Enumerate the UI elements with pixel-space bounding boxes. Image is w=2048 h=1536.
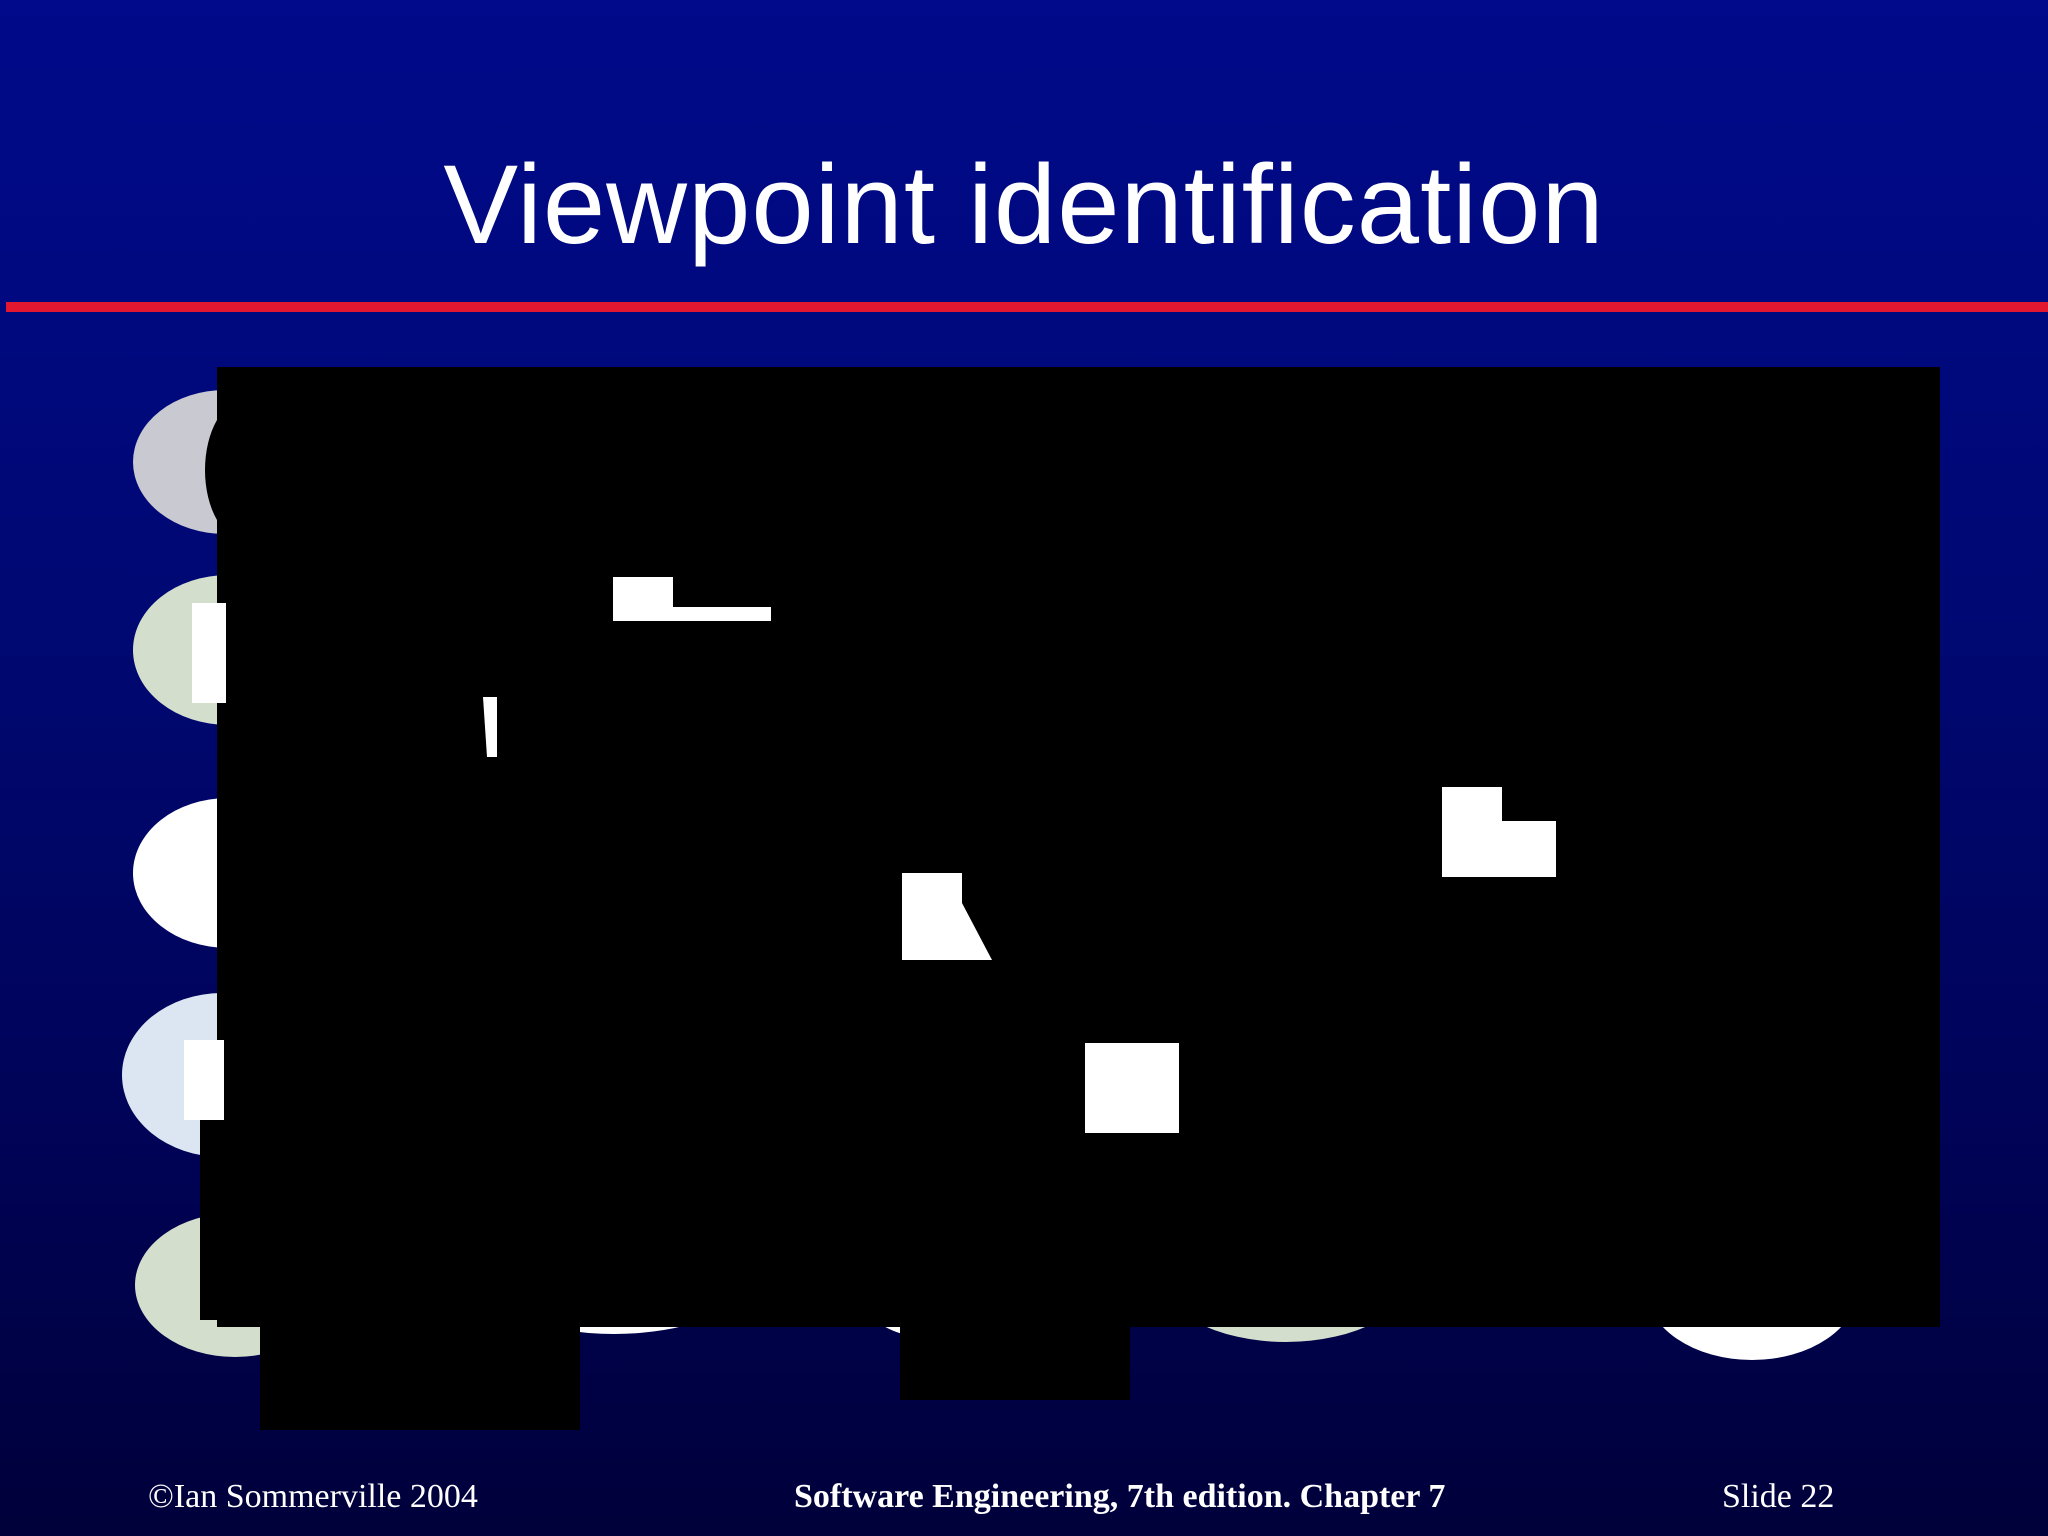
glyph-fragment	[1085, 1043, 1179, 1133]
glyph-fragment	[613, 607, 771, 621]
glyph-fragment	[483, 697, 497, 757]
footer-copyright: ©Ian Sommerville 2004	[148, 1478, 478, 1515]
slide-title: Viewpoint identification	[443, 142, 1605, 267]
footer-slide-number: Slide 22	[1722, 1478, 1835, 1515]
block-spill	[205, 400, 285, 540]
block-spill	[900, 1320, 1130, 1400]
glyph-fragment	[1442, 787, 1502, 821]
title-divider	[6, 302, 2048, 312]
glyph-fragment	[902, 873, 962, 960]
glyph-fragment	[962, 903, 992, 960]
glyph-fragment	[184, 1040, 224, 1120]
obscuring-block	[217, 367, 1940, 1327]
glyph-fragment	[192, 603, 226, 703]
block-spill	[200, 1120, 240, 1320]
glyph-fragment	[1442, 821, 1556, 877]
block-spill	[260, 1320, 580, 1430]
footer-book-title: Software Engineering, 7th edition. Chapt…	[794, 1478, 1446, 1515]
